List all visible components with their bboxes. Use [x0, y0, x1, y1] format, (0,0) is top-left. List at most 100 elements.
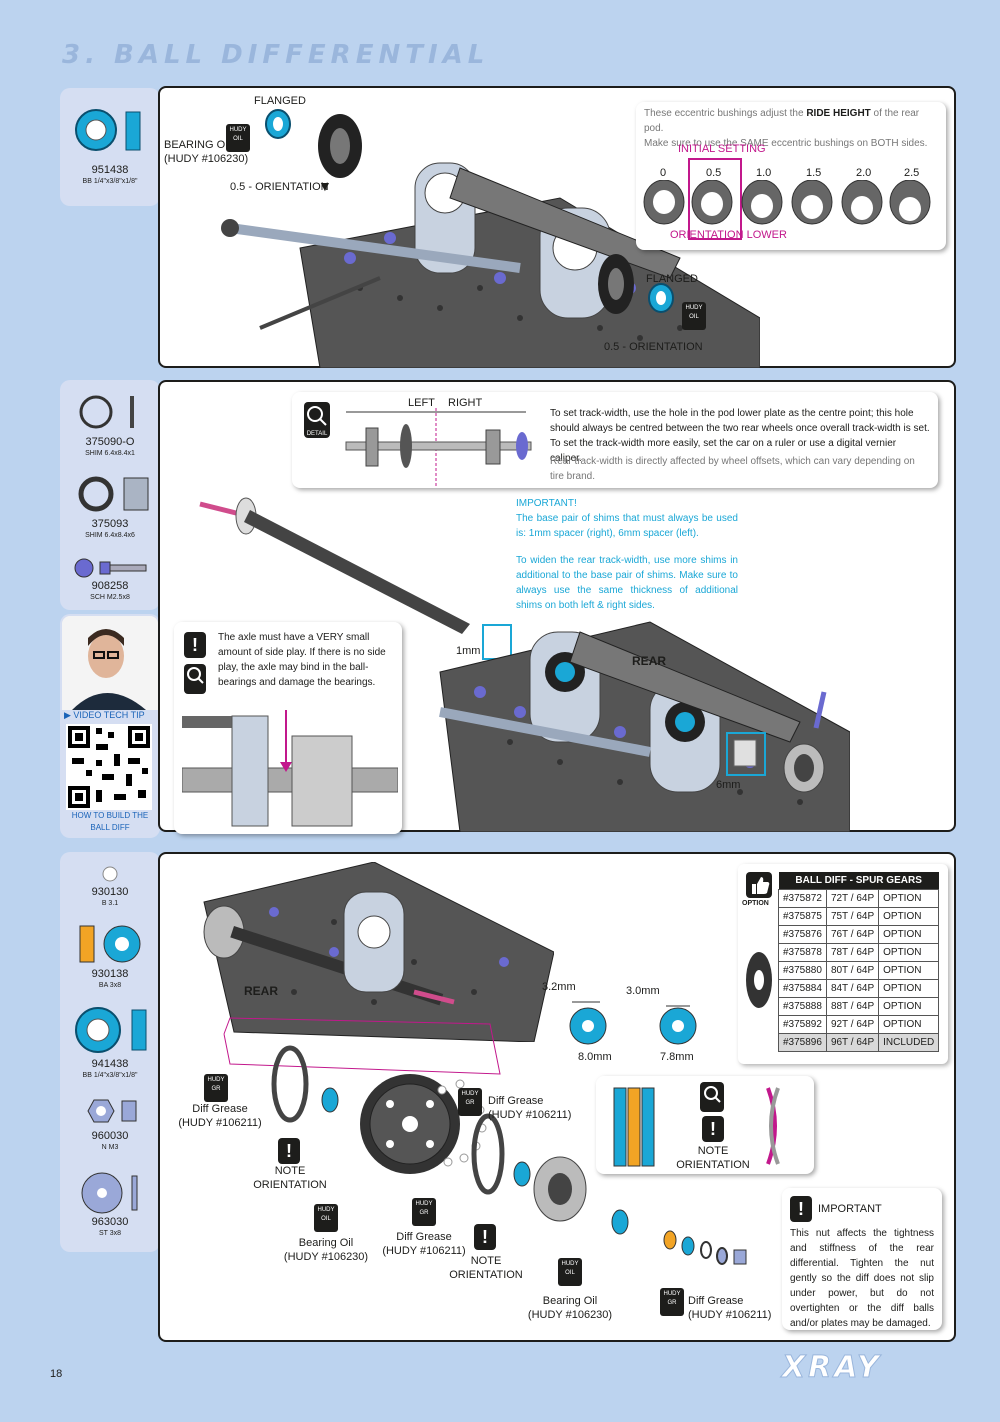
- parts-sidebar-2: 375090-O SHIM 6.4x8.4x1 375093 SHIM 6.4x…: [60, 380, 160, 610]
- orientation-label-left: 0.5 - ORIENTATION: [230, 181, 329, 193]
- table-cell: 96T / 64P: [825, 1033, 880, 1052]
- part-desc: SCH M2.5x8: [90, 594, 130, 601]
- table-cell: #375896: [778, 1033, 827, 1052]
- warning-icon: !: [184, 632, 206, 658]
- video-caption[interactable]: HOW TO BUILD THE BALL DIFF: [71, 811, 149, 832]
- spur-gear-icon: [746, 952, 772, 1008]
- detail-magnifier-icon: [700, 1082, 724, 1112]
- part-desc: BB 1/4"x3/8"x1/8": [82, 178, 138, 185]
- eccentric-bushings-icon: [643, 180, 931, 225]
- table-cell: #375872: [778, 889, 827, 908]
- important-shims-note: IMPORTANT! The base pair of shims that m…: [516, 498, 738, 611]
- presenter-photo: [62, 616, 158, 710]
- shim-thin-icon: [79, 395, 134, 429]
- ride-height-callout: These eccentric bushings adjust the RIDE…: [636, 102, 946, 250]
- exploded-bracket: [223, 1017, 501, 1075]
- parts-sidebar-3: 930130 B 3.1 930138 BA 3x8 941438 BB 1/4…: [60, 852, 160, 1252]
- table-cell: OPTION: [878, 889, 940, 908]
- thrust-bearing-icon: [79, 925, 141, 963]
- table-cell: 80T / 64P: [825, 961, 880, 980]
- table-cell: 84T / 64P: [825, 979, 880, 998]
- wheel-hub-icon: [783, 691, 827, 793]
- table-cell: OPTION: [878, 907, 940, 926]
- table-cell: #375888: [778, 997, 827, 1016]
- ball-icon: [102, 866, 118, 882]
- svg-text:DETAIL: DETAIL: [307, 431, 328, 437]
- qr-code-icon[interactable]: [66, 724, 152, 810]
- spacer-6mm-highlight: [726, 732, 766, 776]
- table-cell: #375892: [778, 1015, 827, 1034]
- axle-note-text: The axle must have a VERY small amount o…: [218, 632, 386, 688]
- diff-grease-label: Diff Grease(HUDY #106211): [382, 1231, 466, 1257]
- part-desc: BA 3x8: [98, 982, 122, 989]
- part-desc: BB 1/4"x3/8"x1/8": [82, 1072, 138, 1079]
- part-desc: N M3: [101, 1144, 119, 1151]
- parts-sidebar-1: 951438 BB 1/4"x3/8"x1/8": [60, 88, 160, 206]
- orientation-lower-label: ORIENTATION LOWER: [670, 229, 787, 241]
- video-tip-panel: ▶ VIDEO TECH TIP HOW TO BUILD THE BALL D…: [60, 614, 160, 838]
- bushing-row: 0 0.5 1.0 1.5 2.0 2.5: [642, 166, 942, 226]
- track-width-note: Rear track-width is directly affected by…: [550, 456, 915, 482]
- dim-6mm: 6mm: [716, 779, 741, 791]
- rear-axle-illustration: [199, 497, 470, 634]
- table-cell: OPTION: [878, 1015, 940, 1034]
- table-cell: #375876: [778, 925, 827, 944]
- table-cell: INCLUDED: [878, 1033, 940, 1052]
- part-number: 951438: [91, 164, 129, 176]
- rear-label: REAR: [244, 984, 279, 998]
- table-cell: OPTION: [878, 925, 940, 944]
- part-number: 963030: [91, 1216, 129, 1228]
- table-cell: OPTION: [878, 979, 940, 998]
- part-number: 930130: [91, 886, 129, 898]
- part-number: 908258: [91, 580, 129, 592]
- part-number: 375093: [91, 518, 129, 530]
- flanged-label-right: FLANGED: [646, 273, 698, 285]
- bearing-icon: [75, 1007, 147, 1053]
- left-label: LEFT: [408, 397, 435, 409]
- dim-1mm: 1mm: [456, 645, 481, 657]
- table-cell: #375875: [778, 907, 827, 926]
- part-number: 960030: [91, 1130, 129, 1142]
- dim-7-8mm: 7.8mm: [660, 1051, 694, 1063]
- page-number: 18: [50, 1368, 63, 1380]
- table-header: BALL DIFF - SPUR GEARS: [778, 872, 939, 890]
- xray-logo: XRAY: [782, 1350, 882, 1386]
- warning-icon: !: [790, 1196, 812, 1222]
- exploded-diff-illustration: [271, 1045, 747, 1265]
- dim-3-0mm: 3.0mm: [626, 985, 660, 997]
- video-tip-label[interactable]: ▶ VIDEO TECH TIP: [64, 710, 145, 720]
- table-cell: OPTION: [878, 943, 940, 962]
- axle-detail-drawing: [345, 408, 532, 486]
- table-cell: 76T / 64P: [825, 925, 880, 944]
- important-nut-text: This nut affects the tightness and stiff…: [790, 1228, 934, 1329]
- initial-setting-box: [688, 158, 742, 240]
- initial-setting-label: INITIAL SETTING: [678, 143, 766, 155]
- rear-chassis-illustration: [203, 862, 554, 1042]
- screw-icon: [74, 558, 147, 578]
- part-number: 375090-O: [85, 436, 135, 448]
- table-cell: 78T / 64P: [825, 943, 880, 962]
- diff-plates-icon: [569, 1001, 697, 1045]
- dim-3-2mm: 3.2mm: [542, 981, 576, 993]
- dim-8-0mm: 8.0mm: [578, 1051, 612, 1063]
- warning-icon: !: [474, 1224, 496, 1250]
- flanged-bearing-top: [265, 109, 362, 178]
- spacer-6mm-icon: [733, 739, 757, 767]
